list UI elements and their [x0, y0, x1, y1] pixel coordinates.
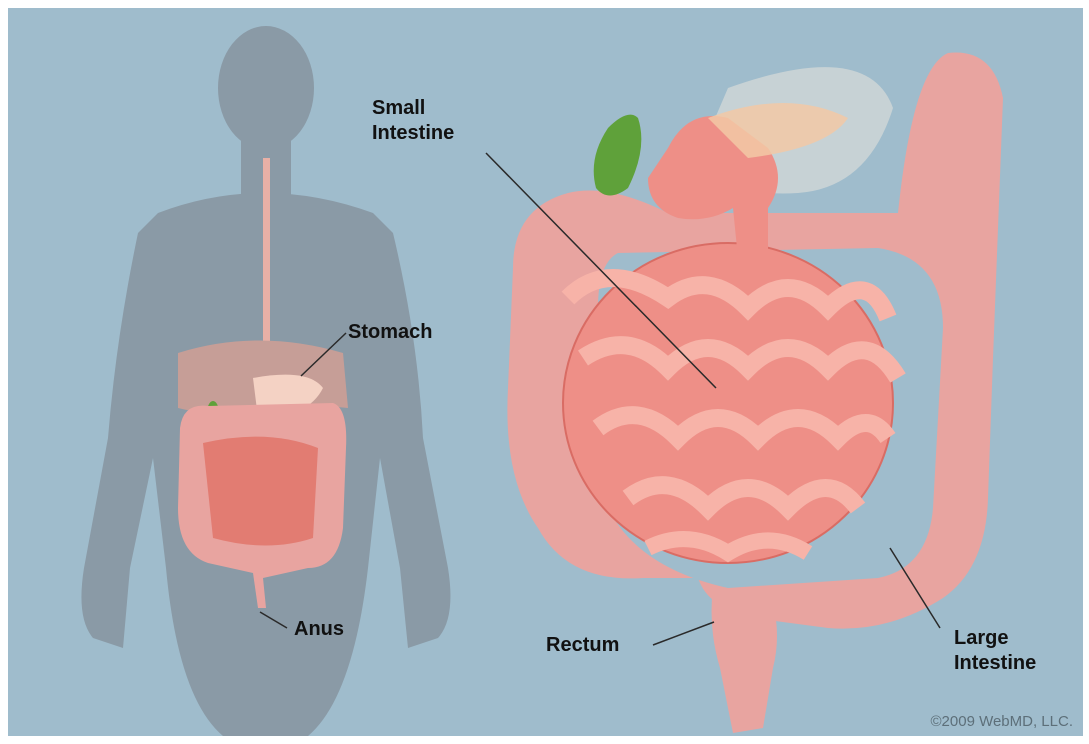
anatomy-artwork [8, 8, 1083, 736]
label-large-intestine-line2: Intestine [954, 651, 1036, 676]
rectum-art [712, 588, 777, 733]
label-stomach: Stomach [348, 320, 432, 345]
label-large-intestine-line1: Large [954, 626, 1036, 651]
label-small-intestine: Small Intestine [372, 96, 454, 146]
label-small-intestine-line1: Small [372, 96, 454, 121]
label-small-intestine-line2: Intestine [372, 121, 454, 146]
label-rectum: Rectum [546, 633, 619, 658]
label-anus: Anus [294, 617, 344, 642]
label-large-intestine: Large Intestine [954, 626, 1036, 676]
digestive-system-diagram: Small Intestine Stomach Anus Rectum Larg… [8, 8, 1083, 736]
copyright-notice: ©2009 WebMD, LLC. [930, 713, 1073, 730]
